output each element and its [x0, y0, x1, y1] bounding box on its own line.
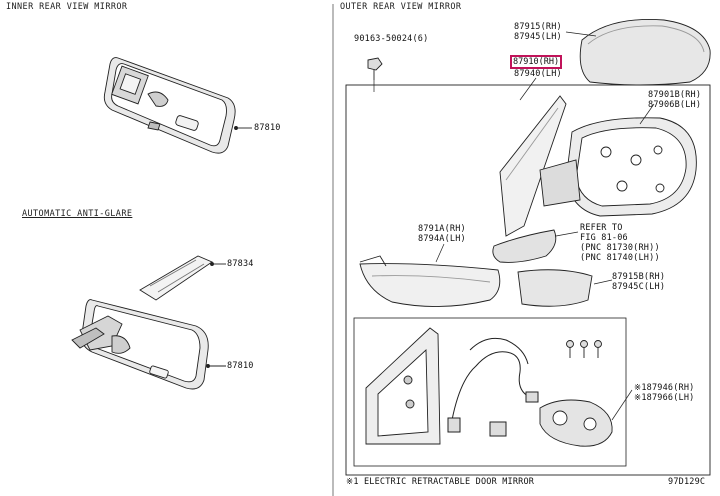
part-label-87945-lh[interactable]: 87945(LH)	[514, 32, 562, 42]
outer-mirror-assembly-box	[345, 84, 711, 476]
part-label-87946-rh[interactable]: ※187946(RH)	[634, 383, 695, 393]
part-label-87834[interactable]: 87834	[227, 259, 254, 269]
antiglare-mirror-drawing	[71, 255, 226, 390]
mirror-cover-drawing	[565, 19, 711, 86]
bolt-drawing	[367, 57, 383, 92]
part-label-87906b-lh[interactable]: 87906B(LH)	[648, 100, 702, 110]
part-label-87810-antiglare[interactable]: 87810	[227, 361, 254, 371]
part-label-87945c-lh[interactable]: 87945C(LH)	[612, 282, 666, 292]
diagram-code: 97D129C	[668, 477, 706, 487]
refer-line-1: REFER TO	[580, 223, 623, 233]
part-label-87910-rh-highlighted[interactable]: 87910(RH)	[510, 55, 563, 69]
wire-harness-drawing	[447, 337, 539, 437]
turn-lamp-drawing	[359, 243, 501, 307]
mirror-glass-drawing	[499, 77, 567, 237]
part-label-8791a-rh[interactable]: 8791A(RH)	[418, 224, 466, 234]
part-label-8794a-lh[interactable]: 8794A(LH)	[418, 234, 466, 244]
footer-note: ※1 ELECTRIC RETRACTABLE DOOR MIRROR	[346, 477, 535, 487]
part-label-87901b-rh[interactable]: 87901B(RH)	[648, 90, 702, 100]
lower-cover-drawing	[517, 269, 613, 307]
mirror-base-drawing	[365, 327, 441, 445]
lens-drawing	[492, 229, 579, 263]
retractor-sub-box	[353, 317, 627, 467]
retractor-motor-drawing	[539, 389, 633, 447]
screws-drawing	[566, 340, 602, 358]
part-label-87966-lh[interactable]: ※187966(LH)	[634, 393, 695, 403]
mirror-housing-drawing	[539, 103, 697, 217]
refer-line-3: (PNC 81730(RH))	[580, 243, 660, 253]
part-label-90163[interactable]: 90163-50024(6)	[354, 34, 429, 44]
part-label-87940-lh[interactable]: 87940(LH)	[514, 69, 562, 79]
part-label-87810-inner[interactable]: 87810	[254, 123, 281, 133]
part-label-87915b-rh[interactable]: 87915B(RH)	[612, 272, 666, 282]
part-label-87915-rh[interactable]: 87915(RH)	[514, 22, 562, 32]
section-title-inner-mirror: INNER REAR VIEW MIRROR	[6, 2, 128, 12]
refer-line-4: (PNC 81740(LH))	[580, 253, 660, 263]
section-title-outer-mirror: OUTER REAR VIEW MIRROR	[340, 2, 462, 12]
inner-mirror-drawing	[103, 57, 252, 154]
refer-line-2[interactable]: FIG 81-06	[580, 233, 628, 243]
section-title-auto-antiglare: AUTOMATIC ANTI-GLARE	[22, 209, 133, 219]
